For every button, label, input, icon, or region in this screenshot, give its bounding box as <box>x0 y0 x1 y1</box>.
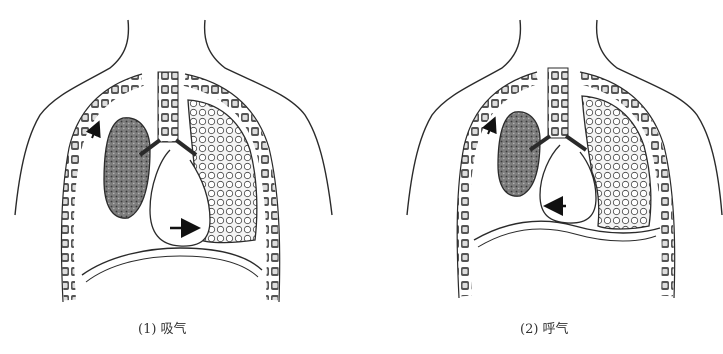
exhalation-caption: (2) 呼气 <box>520 318 569 337</box>
trachea <box>548 68 568 138</box>
rib-movement-arrow <box>92 124 98 138</box>
exhalation-panel <box>407 20 722 298</box>
diaphragm-inner <box>478 229 656 247</box>
collapsed-lung <box>498 112 540 196</box>
diaphragm <box>82 248 262 275</box>
trachea <box>158 72 178 142</box>
heart-balloon <box>540 145 596 223</box>
rib-movement-arrow <box>488 120 494 134</box>
inhalation-panel <box>15 20 332 302</box>
collapsed-lung <box>104 118 150 218</box>
inhalation-caption: (1) 吸气 <box>138 318 187 337</box>
